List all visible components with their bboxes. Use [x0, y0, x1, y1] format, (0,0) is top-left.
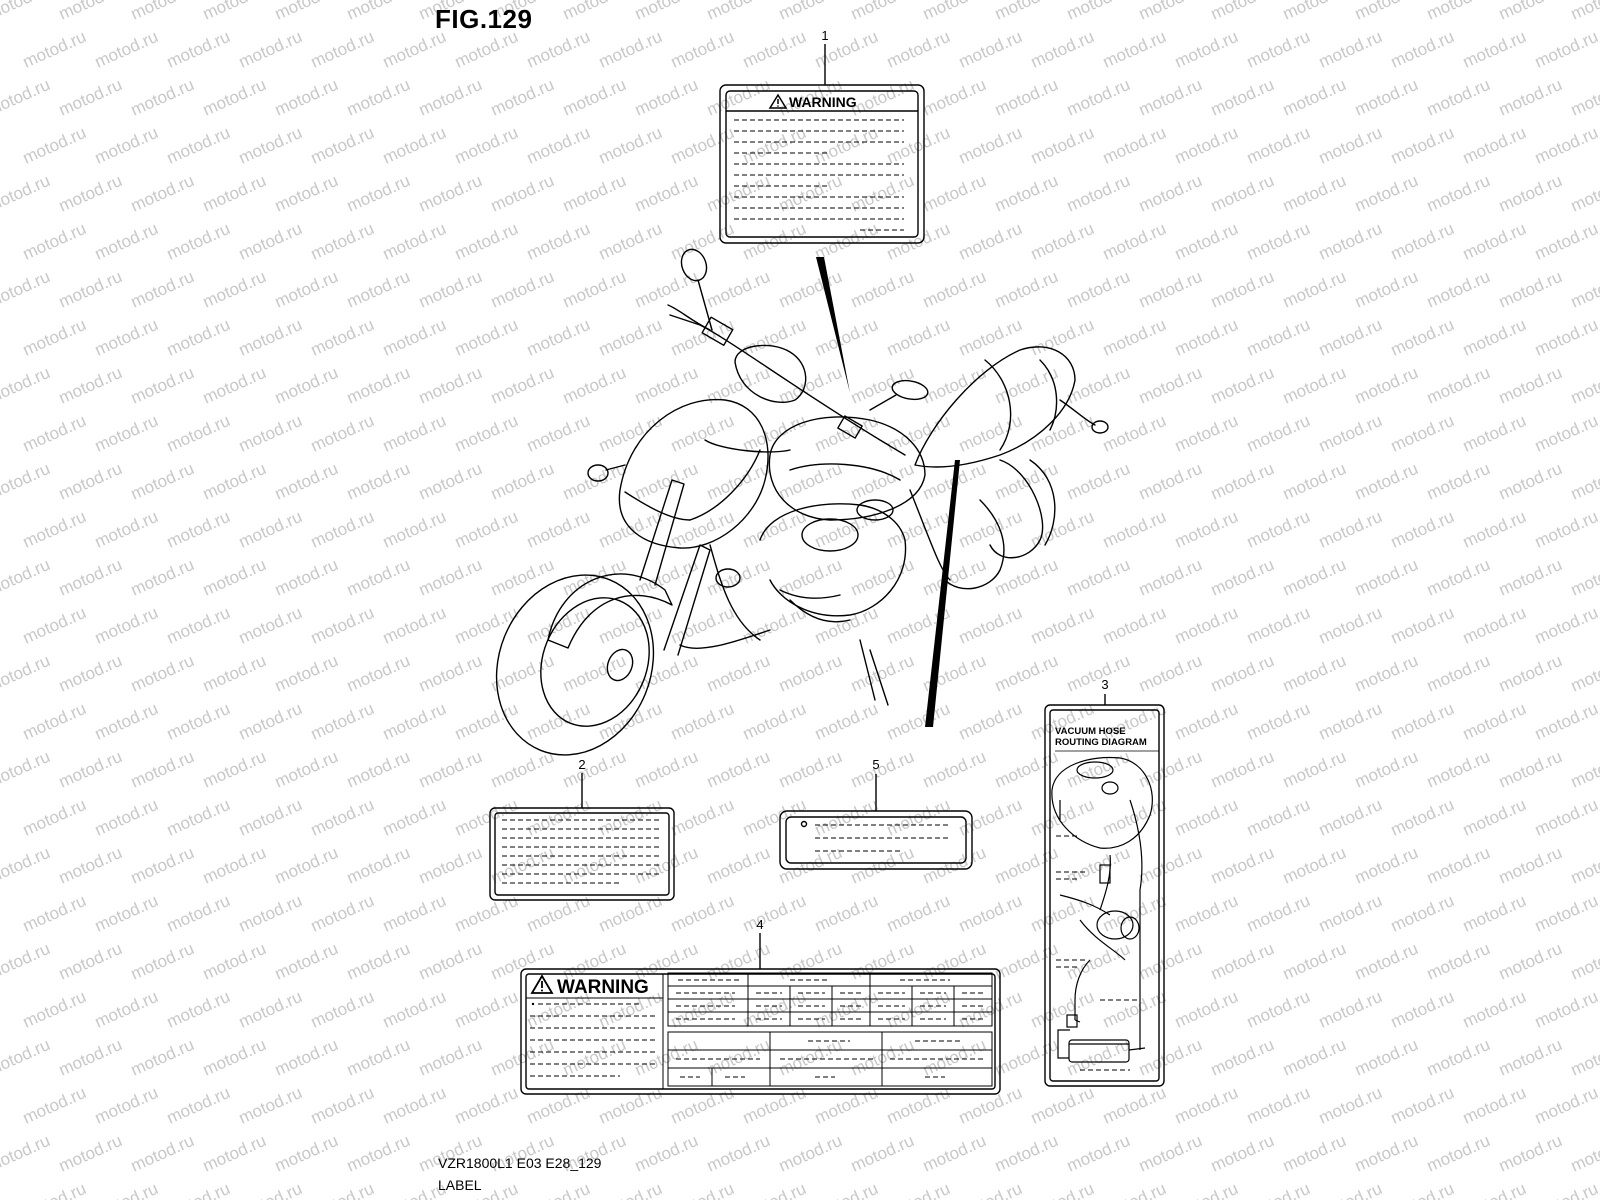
- label-1-text-lines: [734, 119, 904, 231]
- label-2[interactable]: [489, 807, 675, 901]
- warning-triangle-icon: [768, 93, 788, 109]
- callout-1[interactable]: 1: [821, 28, 829, 43]
- callout-4[interactable]: 4: [756, 917, 764, 932]
- label-3-heading-line1: VACUUM HOSE: [1055, 726, 1126, 737]
- pointer-wedge-1: [816, 257, 850, 393]
- vacuum-hose-illustration: [1059, 799, 1143, 1050]
- warning-triangle-icon: [530, 974, 554, 994]
- label-4-table-top-text: [676, 979, 986, 1020]
- label-3[interactable]: VACUUM HOSE ROUTING DIAGRAM: [1044, 704, 1165, 1087]
- label-4-table-bottom: [667, 1031, 993, 1087]
- label-4[interactable]: WARNING: [520, 968, 1001, 1095]
- label-3-heading-line2: ROUTING DIAGRAM: [1055, 737, 1147, 748]
- label-4-heading: WARNING: [557, 977, 649, 998]
- pointer-wedge-5: [925, 460, 960, 727]
- figure-title: FIG.129: [435, 4, 533, 34]
- callout-5[interactable]: 5: [872, 757, 880, 772]
- figure-caption: LABEL: [438, 1177, 482, 1193]
- label-4-warning-lines: [530, 1002, 655, 1077]
- label-5[interactable]: [779, 810, 973, 870]
- label-3-text-lines: [1056, 835, 1140, 1071]
- canister-illustration: [1057, 1029, 1146, 1063]
- label-1-heading: WARNING: [789, 94, 857, 110]
- label-4-table-bottom-text: [676, 1040, 985, 1078]
- figure-code: VZR1800L1 E03 E28_129: [438, 1155, 602, 1171]
- label-1[interactable]: WARNING: [719, 84, 925, 244]
- callout-2[interactable]: 2: [578, 757, 586, 772]
- label-4-table-top: [667, 972, 993, 1027]
- callout-3[interactable]: 3: [1101, 677, 1109, 692]
- label-2-text-lines: [502, 819, 660, 884]
- label-5-text-lines: [815, 824, 950, 852]
- fuel-tank-illustration: [1051, 756, 1153, 849]
- motorcycle-illustration: [495, 248, 1109, 756]
